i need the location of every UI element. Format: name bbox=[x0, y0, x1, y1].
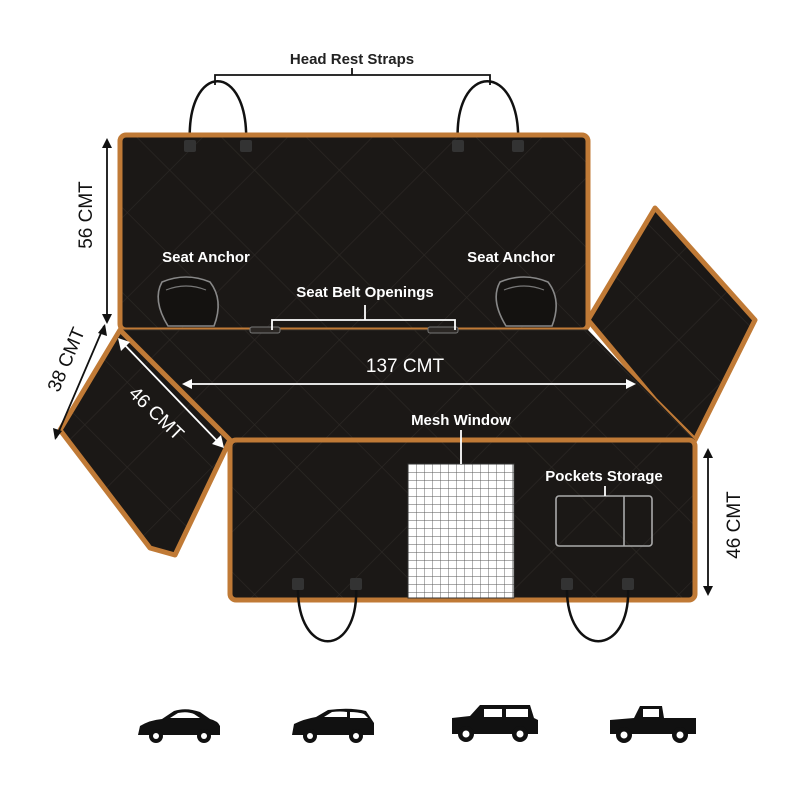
bottom-straps bbox=[296, 584, 630, 643]
head-rest-straps-label: Head Rest Straps bbox=[290, 51, 414, 68]
leader-lines bbox=[214, 68, 606, 496]
mesh-window-label: Mesh Window bbox=[411, 412, 511, 429]
front-height-dimension: 46 CMT bbox=[724, 491, 745, 559]
sedan-icon bbox=[138, 709, 220, 743]
seat-panel bbox=[122, 330, 695, 440]
seat-anchor-left-label: Seat Anchor bbox=[162, 249, 250, 266]
strap-buckles-top bbox=[184, 140, 524, 152]
seat-belt-openings-label: Seat Belt Openings bbox=[296, 284, 434, 301]
pocket-shape bbox=[555, 495, 653, 547]
seat-anchor-right-shape bbox=[495, 276, 557, 327]
flap-outer-dimension: 38 CMT bbox=[44, 324, 90, 395]
head-rest-straps bbox=[188, 80, 520, 146]
right-side-flap bbox=[585, 205, 758, 443]
seat-anchor-right-label: Seat Anchor bbox=[467, 249, 555, 266]
mesh-window bbox=[407, 463, 515, 599]
hatchback-icon bbox=[292, 708, 374, 743]
suv-icon bbox=[452, 705, 538, 742]
left-side-flap bbox=[57, 327, 233, 558]
seat-anchor-left-shape bbox=[157, 276, 219, 327]
pockets-storage-label: Pockets Storage bbox=[545, 468, 663, 485]
dimension-arrows bbox=[53, 138, 713, 596]
pickup-truck-icon bbox=[610, 706, 696, 743]
width-dimension: 137 CMT bbox=[366, 356, 445, 377]
back-height-dimension: 56 CMT bbox=[76, 181, 97, 249]
strap-buckles-bottom bbox=[292, 578, 634, 590]
